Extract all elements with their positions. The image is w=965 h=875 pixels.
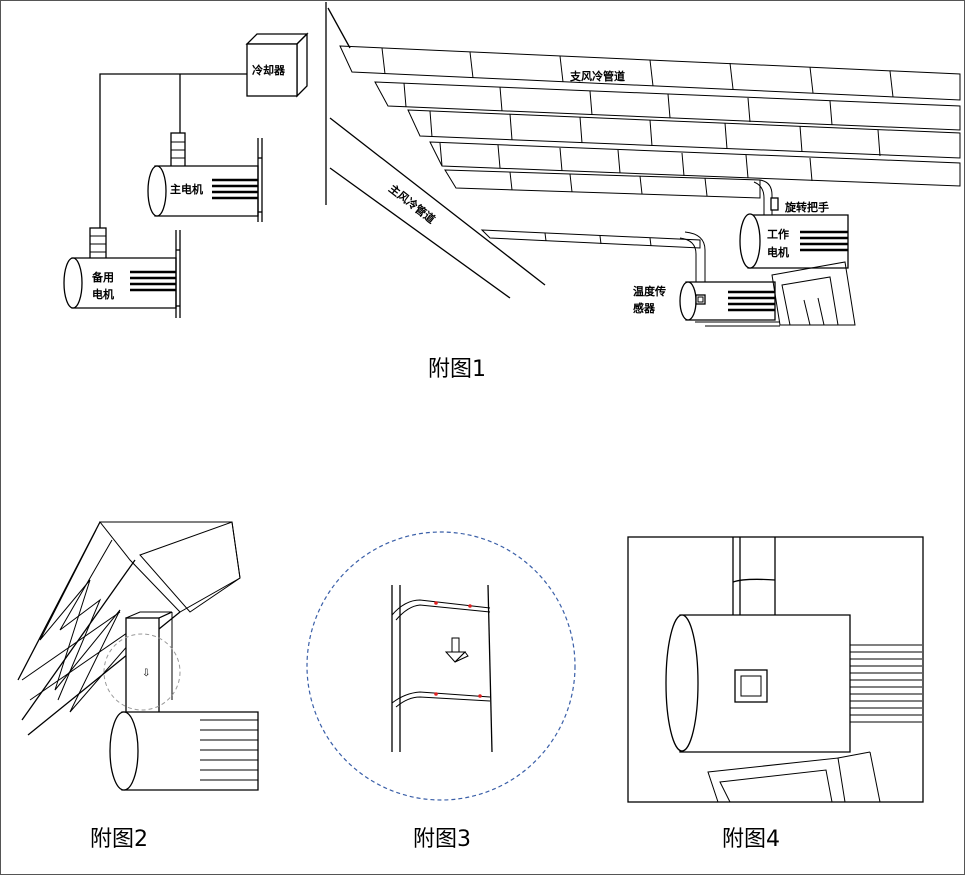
main-duct-label: 主风冷管道 <box>386 181 438 226</box>
fig1-right-panel: 支风冷管道 主风冷管道 旋转把手 工作 电机 <box>327 7 961 327</box>
temperature-sensor-unit: 温度传 感器 <box>633 281 776 321</box>
backup-coolant-pipe <box>99 73 247 232</box>
sensor-arrow-icon <box>444 637 469 663</box>
sensor-arrow-icon: ⇩ <box>142 668 150 679</box>
fig1-left-panel: 冷却器 主电机 <box>63 2 327 318</box>
rotary-handle-label: 旋转把手 <box>784 200 829 214</box>
sensor-marker <box>468 604 472 608</box>
sensor-marker <box>478 694 482 698</box>
fig2-detail: ⇩ <box>17 521 259 791</box>
fig2-caption: 附图2 <box>90 827 148 852</box>
sensor-marker <box>434 692 438 696</box>
cooler-label: 冷却器 <box>252 63 286 77</box>
branch-duct-pipe <box>679 179 779 290</box>
temp-sensor-label-2: 感器 <box>633 301 656 315</box>
fig3-caption: 附图3 <box>413 827 471 852</box>
machine-frame <box>695 261 856 327</box>
backup-motor: 备用 电机 <box>63 227 181 318</box>
temp-sensor-label-1: 温度传 <box>633 284 666 298</box>
sensor-marker <box>434 601 438 605</box>
backup-motor-label-1: 备用 <box>91 270 114 284</box>
work-motor: 工作 电机 <box>739 213 849 269</box>
work-motor-label-2: 电机 <box>767 245 789 259</box>
fig4-detail <box>627 536 924 803</box>
main-motor: 主电机 <box>147 132 263 222</box>
fig1-caption: 附图1 <box>428 357 486 382</box>
cooler-box: 冷却器 <box>245 32 309 98</box>
brick-ceiling <box>339 45 961 249</box>
tunnel-edge <box>327 7 351 49</box>
fig4-caption: 附图4 <box>722 827 780 852</box>
temperature-sensor-box <box>734 669 768 703</box>
zoom-circle-blue <box>306 531 576 801</box>
zoom-circle <box>103 633 181 711</box>
branch-duct-label: 支风冷管道 <box>569 69 625 83</box>
work-motor-label-1: 工作 <box>767 227 789 241</box>
backup-motor-label-2: 电机 <box>92 287 114 301</box>
main-motor-label: 主电机 <box>170 182 203 196</box>
fig3-detail <box>306 531 576 801</box>
